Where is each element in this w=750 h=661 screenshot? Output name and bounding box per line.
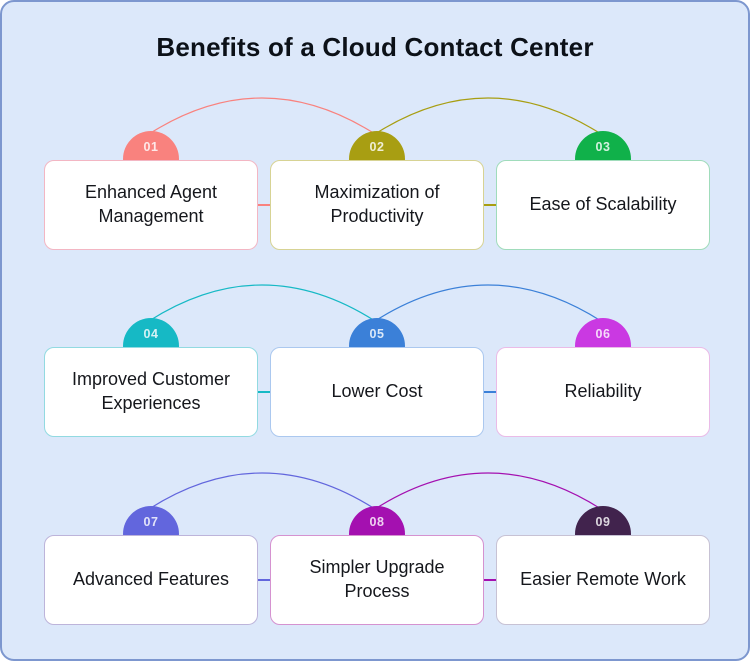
- benefit-label-07: Advanced Features: [72, 569, 230, 590]
- benefits-row-1: 01 Enhanced Agent Management 02 Maximiza…: [44, 131, 710, 250]
- benefit-card-09: Easier Remote Work: [496, 535, 710, 625]
- benefit-cell-07: 07 Advanced Features: [44, 506, 258, 625]
- benefit-cell-08: 08 Simpler Upgrade Process: [270, 506, 484, 625]
- page-title: Benefits of a Cloud Contact Center: [156, 32, 594, 62]
- badge-number-09: 09: [595, 515, 611, 529]
- connector-05-06: [484, 391, 496, 393]
- benefit-cell-04: 04 Improved Customer Experiences: [44, 318, 258, 437]
- connector-04-05: [258, 391, 270, 393]
- benefit-cell-02: 02 Maximization of Productivity: [270, 131, 484, 250]
- benefit-label-08: Simpler Upgrade Process: [309, 557, 445, 601]
- benefit-card-04: Improved Customer Experiences: [44, 347, 258, 437]
- arc-07-08: [148, 472, 376, 510]
- benefit-card-01: Enhanced Agent Management: [44, 160, 258, 250]
- badge-number-01: 01: [143, 140, 159, 154]
- benefit-card-03: Ease of Scalability: [496, 160, 710, 250]
- benefit-card-07: Advanced Features: [44, 535, 258, 625]
- benefits-row-2: 04 Improved Customer Experiences 05 Lowe…: [44, 318, 710, 437]
- badge-number-03: 03: [595, 140, 611, 154]
- benefit-cell-09: 09 Easier Remote Work: [496, 506, 710, 625]
- connector-01-02: [258, 204, 270, 206]
- benefit-cell-03: 03 Ease of Scalability: [496, 131, 710, 250]
- connector-07-08: [258, 579, 270, 581]
- connector-02-03: [484, 204, 496, 206]
- benefit-card-06: Reliability: [496, 347, 710, 437]
- benefit-card-02: Maximization of Productivity: [270, 160, 484, 250]
- arc-08-09: [374, 472, 602, 510]
- badge-number-07: 07: [143, 515, 159, 529]
- benefit-label-05: Lower Cost: [331, 381, 423, 402]
- benefit-label-09: Easier Remote Work: [520, 569, 686, 590]
- benefit-label-02: Maximization of Productivity: [314, 182, 440, 226]
- benefit-cell-01: 01 Enhanced Agent Management: [44, 131, 258, 250]
- benefit-label-03: Ease of Scalability: [529, 194, 677, 215]
- badge-number-05: 05: [369, 327, 385, 341]
- benefit-label-01: Enhanced Agent Management: [84, 182, 218, 226]
- arc-02-03: [374, 97, 602, 135]
- arc-04-05: [148, 284, 376, 322]
- benefit-label-04: Improved Customer Experiences: [71, 369, 231, 413]
- badge-number-06: 06: [595, 327, 611, 341]
- benefit-cell-06: 06 Reliability: [496, 318, 710, 437]
- arc-05-06: [374, 284, 602, 322]
- badge-number-02: 02: [369, 140, 385, 154]
- benefit-label-06: Reliability: [564, 381, 642, 402]
- benefits-row-3: 07 Advanced Features 08 Simpler Upgrade …: [44, 506, 710, 625]
- benefit-cell-05: 05 Lower Cost: [270, 318, 484, 437]
- badge-number-04: 04: [143, 327, 159, 341]
- benefit-card-08: Simpler Upgrade Process: [270, 535, 484, 625]
- arc-01-02: [148, 97, 376, 135]
- badge-number-08: 08: [369, 515, 385, 529]
- benefit-card-05: Lower Cost: [270, 347, 484, 437]
- connector-08-09: [484, 579, 496, 581]
